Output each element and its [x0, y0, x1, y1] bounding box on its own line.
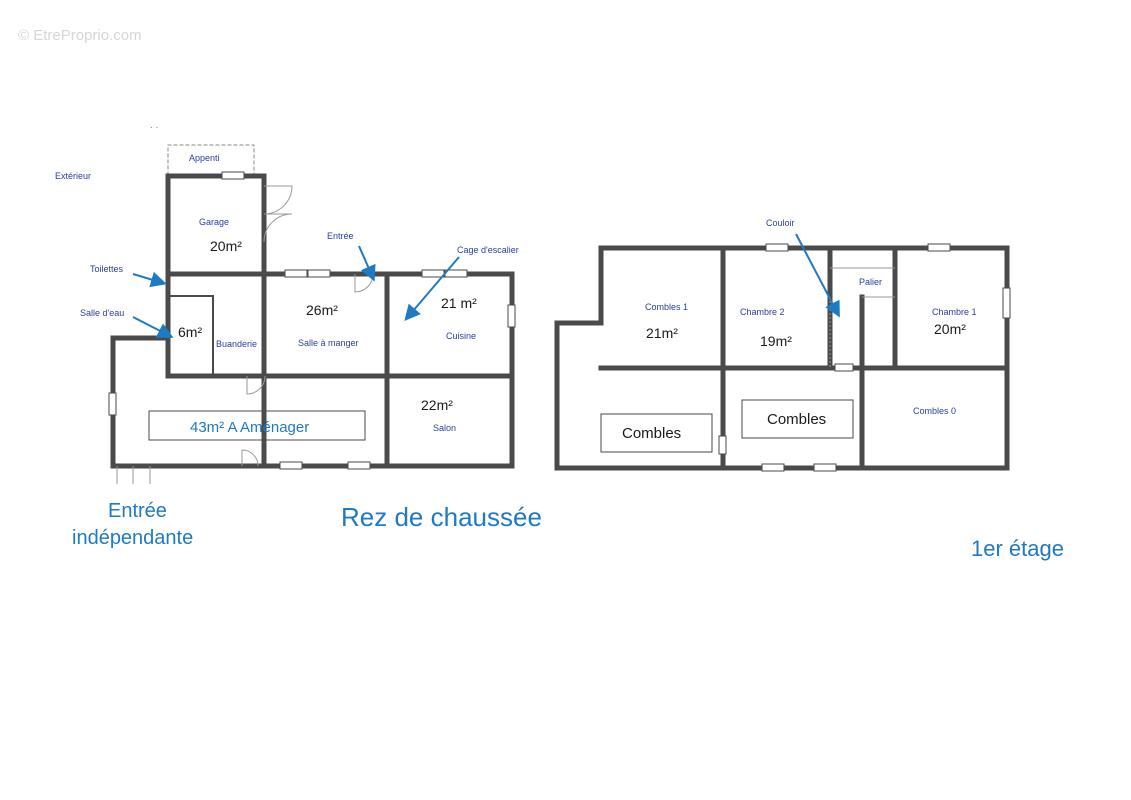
- appentis-outline: [167, 144, 255, 176]
- combles1-label: Combles 1: [645, 302, 688, 312]
- palier-label: Palier: [859, 277, 882, 287]
- combles-b-box: [741, 399, 854, 439]
- salle-eau-label: Salle d'eau: [80, 308, 124, 318]
- salle-eau-area: 6m²: [178, 324, 202, 340]
- entree-label: Entrée: [327, 231, 354, 241]
- first-windows: [718, 243, 1011, 472]
- entree-independante-line1: Entrée: [108, 500, 167, 522]
- ground-floor-title: Rez de chaussée: [341, 502, 542, 532]
- first-floor-title: 1er étage: [971, 536, 1064, 561]
- appentis-label: Appenti: [189, 153, 220, 163]
- cuisine-area: 21 m²: [441, 295, 477, 311]
- combles-b-label: Combles: [767, 411, 826, 428]
- ground-doors: [116, 185, 374, 484]
- a-amenager-label: 43m² A Aménager: [190, 419, 309, 436]
- ground-floor-plan: [110, 144, 515, 469]
- combles0-label: Combles 0: [913, 406, 956, 416]
- first-outer-walls: [554, 245, 1010, 471]
- couloir-label: Couloir: [766, 218, 795, 228]
- salon-label: Salon: [433, 423, 456, 433]
- garage-area: 20m²: [210, 238, 242, 254]
- ground-upper-walls: [165, 271, 515, 469]
- combles-a-label: Combles: [622, 425, 681, 442]
- watermark: © EtreProprio.com: [18, 27, 142, 44]
- toilettes-label: Toilettes: [90, 264, 124, 274]
- salon-area: 22m²: [421, 397, 453, 413]
- chambre1-label: Chambre 1: [932, 307, 977, 317]
- garage-label: Garage: [199, 217, 229, 227]
- combles1-area: 21m²: [646, 325, 678, 341]
- first-arrows: [795, 233, 840, 318]
- chambre2-area: 19m²: [760, 333, 792, 349]
- exterior-label: Extérieur: [55, 171, 91, 181]
- ground-arrows: [132, 245, 460, 338]
- salle-a-manger-label: Salle à manger: [298, 338, 359, 348]
- cuisine-label: Cuisine: [446, 331, 476, 341]
- tiny-dots: . .: [150, 120, 158, 131]
- buanderie-label: Buanderie: [216, 339, 257, 349]
- a-amenager-box: [148, 410, 366, 441]
- chambre1-area: 20m²: [934, 321, 966, 337]
- chambre2-label: Chambre 2: [740, 307, 785, 317]
- cage-escalier-label: Cage d'escalier: [457, 245, 519, 255]
- entree-independante-line2: indépendante: [72, 527, 193, 549]
- ground-windows: [108, 171, 516, 470]
- first-partitions: [829, 267, 895, 368]
- combles-a-box: [600, 413, 713, 453]
- salle-a-manger-area: 26m²: [306, 302, 338, 318]
